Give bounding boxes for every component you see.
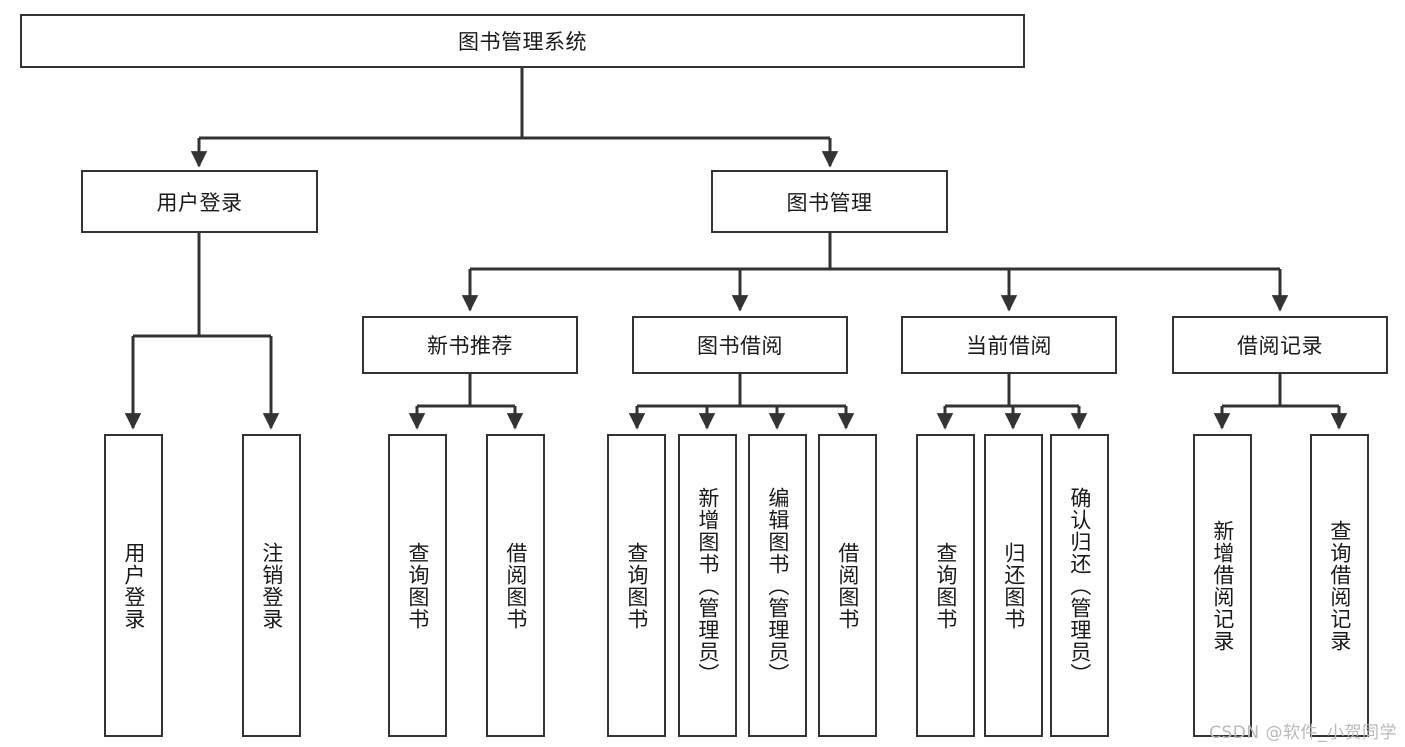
node-book-borrow[interactable]: 图书借阅 — [632, 316, 848, 374]
leaf-cb-return-book[interactable]: 归还图书 — [984, 434, 1043, 737]
leaf-br-query-record-label: 查询借阅记录 — [1327, 519, 1352, 652]
node-new-book-recommend-label: 新书推荐 — [427, 334, 513, 358]
leaf-br-add-record[interactable]: 新增借阅记录 — [1193, 434, 1252, 737]
node-user-login-label: 用户登录 — [156, 190, 243, 215]
leaf-nb-query-book[interactable]: 查询图书 — [388, 434, 447, 737]
node-root-label: 图书管理系统 — [458, 30, 587, 54]
leaf-bb-borrow-book[interactable]: 借阅图书 — [818, 434, 877, 737]
leaf-bb-query-book-label: 查询图书 — [624, 541, 649, 630]
watermark: CSDN @软件_小贺同学 — [1209, 723, 1397, 743]
node-book-borrow-label: 图书借阅 — [697, 334, 783, 358]
leaf-cb-return-book-label: 归还图书 — [1001, 541, 1026, 630]
node-borrow-record[interactable]: 借阅记录 — [1172, 316, 1388, 374]
leaf-bb-borrow-book-label: 借阅图书 — [835, 541, 860, 630]
leaf-cb-confirm-return-label: 确认归还（管理员） — [1067, 486, 1092, 685]
node-current-borrow[interactable]: 当前借阅 — [901, 316, 1117, 374]
leaf-logout-label: 注销登录 — [259, 541, 284, 630]
leaf-bb-edit-book-label: 编辑图书（管理员） — [765, 486, 790, 685]
leaf-bb-query-book[interactable]: 查询图书 — [607, 434, 666, 737]
leaf-cb-query-book[interactable]: 查询图书 — [916, 434, 975, 737]
leaf-nb-borrow-book-label: 借阅图书 — [503, 541, 528, 630]
leaf-user-login-label: 用户登录 — [121, 541, 146, 630]
leaf-bb-add-book[interactable]: 新增图书（管理员） — [678, 434, 737, 737]
leaf-br-query-record[interactable]: 查询借阅记录 — [1310, 434, 1369, 737]
leaf-logout[interactable]: 注销登录 — [242, 434, 301, 737]
node-new-book-recommend[interactable]: 新书推荐 — [362, 316, 578, 374]
leaf-user-login[interactable]: 用户登录 — [104, 434, 163, 737]
leaf-nb-borrow-book[interactable]: 借阅图书 — [486, 434, 545, 737]
leaf-nb-query-book-label: 查询图书 — [405, 541, 430, 630]
node-current-borrow-label: 当前借阅 — [966, 334, 1052, 358]
node-book-manage[interactable]: 图书管理 — [711, 170, 948, 233]
leaf-cb-query-book-label: 查询图书 — [933, 541, 958, 630]
node-root[interactable]: 图书管理系统 — [20, 14, 1025, 68]
leaf-bb-add-book-label: 新增图书（管理员） — [695, 486, 720, 685]
leaf-cb-confirm-return[interactable]: 确认归还（管理员） — [1050, 434, 1109, 737]
node-user-login[interactable]: 用户登录 — [81, 170, 318, 233]
node-book-manage-label: 图书管理 — [786, 190, 873, 215]
leaf-br-add-record-label: 新增借阅记录 — [1210, 519, 1235, 652]
node-borrow-record-label: 借阅记录 — [1237, 334, 1323, 358]
leaf-bb-edit-book[interactable]: 编辑图书（管理员） — [748, 434, 807, 737]
